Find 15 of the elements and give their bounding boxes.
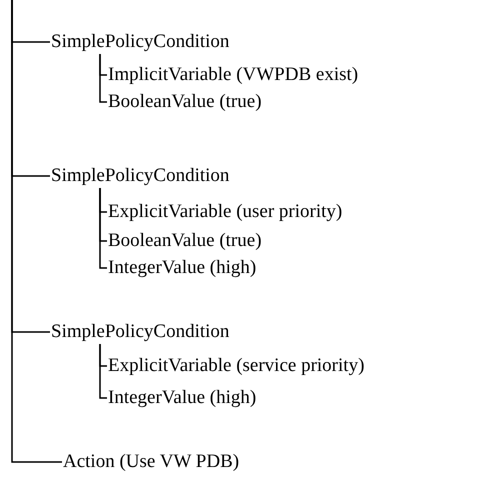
tree-node-label: IntegerValue (high) xyxy=(107,256,258,280)
tree-node-label: BooleanValue (true) xyxy=(107,229,263,253)
tree-node-label: SimplePolicyCondition xyxy=(50,164,230,188)
tree-node-label: IntegerValue (high) xyxy=(107,386,258,410)
tree-node-label: Action (Use VW PDB) xyxy=(62,450,240,474)
tree-node-label: ImplicitVariable (VWPDB exist) xyxy=(107,63,360,87)
tree-node-label: BooleanValue (true) xyxy=(107,90,263,114)
tree-node-label: ExplicitVariable (user priority) xyxy=(107,200,344,224)
tree-connector xyxy=(99,188,107,269)
tree-connector xyxy=(11,0,62,463)
tree-connector xyxy=(99,54,107,103)
tree-node-label: SimplePolicyCondition xyxy=(50,320,230,344)
tree-node-label: SimplePolicyCondition xyxy=(50,30,230,54)
tree-connector xyxy=(99,344,107,399)
tree-node-label: ExplicitVariable (service priority) xyxy=(107,354,366,378)
